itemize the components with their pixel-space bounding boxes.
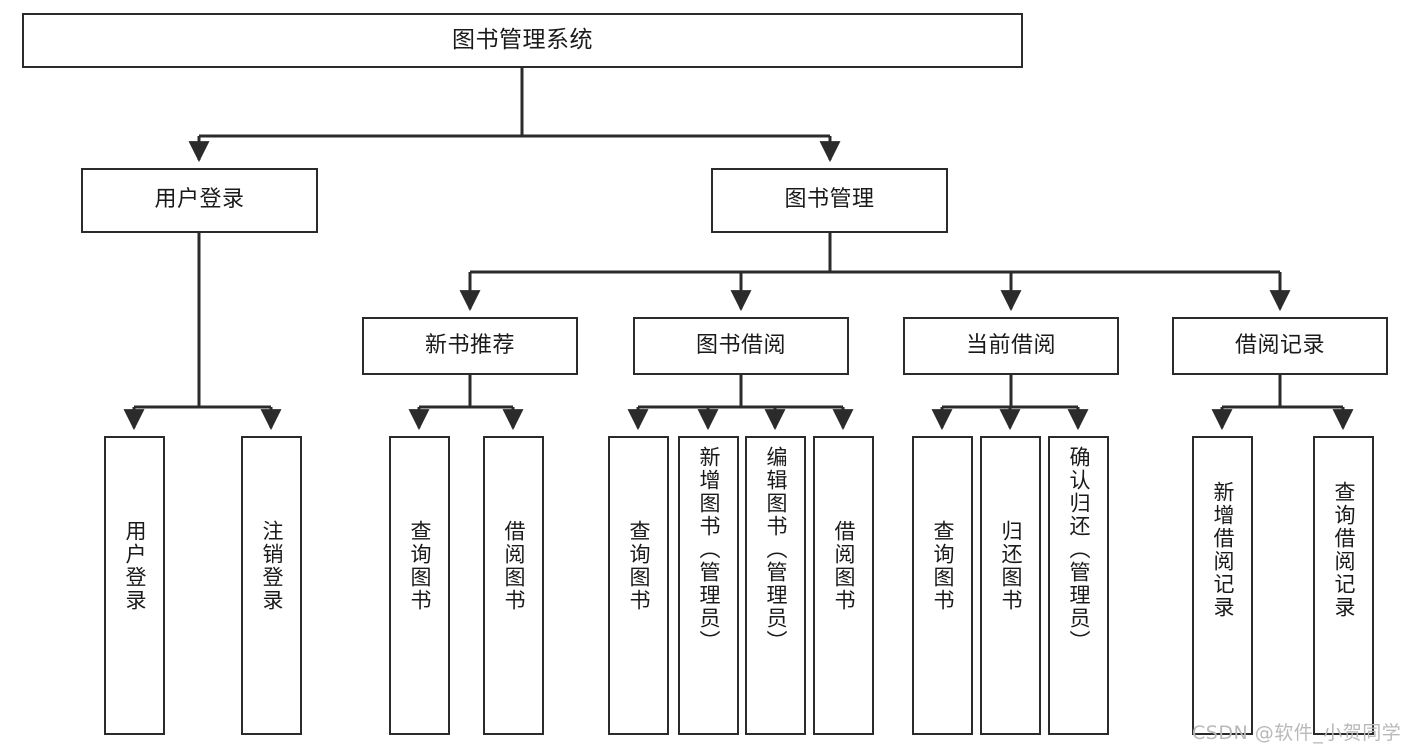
node-leaf-query-book-borrow[interactable]: 查询图书	[608, 436, 669, 735]
node-leaf-return-book[interactable]: 归还图书	[980, 436, 1041, 735]
node-leaf-borrow-book-rec[interactable]: 借阅图书	[483, 436, 544, 735]
node-book-manage[interactable]: 图书管理	[711, 168, 948, 233]
node-user-login-label: 用户登录	[154, 187, 245, 213]
node-leaf-add-record[interactable]: 新增借阅记录	[1192, 436, 1253, 735]
node-leaf-query-book-rec-label: 查询图书	[408, 520, 432, 612]
node-leaf-logout-label: 注销登录	[260, 520, 284, 612]
node-leaf-add-book[interactable]: 新增图书（管理员）	[678, 436, 739, 735]
node-leaf-borrow-book[interactable]: 借阅图书	[813, 436, 874, 735]
node-leaf-confirm-return[interactable]: 确认归还（管理员）	[1048, 436, 1109, 735]
node-book-borrow[interactable]: 图书借阅	[633, 317, 849, 375]
node-new-book-rec-label: 新书推荐	[424, 332, 515, 358]
node-leaf-edit-book[interactable]: 编辑图书（管理员）	[745, 436, 806, 735]
node-leaf-edit-book-label: 编辑图书（管理员）	[764, 446, 788, 653]
node-borrow-record-label: 借阅记录	[1234, 332, 1325, 358]
node-leaf-user-login-label: 用户登录	[123, 520, 147, 612]
node-current-borrow-label: 当前借阅	[965, 332, 1056, 358]
node-book-borrow-label: 图书借阅	[695, 332, 786, 358]
node-leaf-add-book-label: 新增图书（管理员）	[697, 446, 721, 653]
node-root-label: 图书管理系统	[452, 26, 593, 53]
node-leaf-user-login[interactable]: 用户登录	[104, 436, 165, 735]
node-root[interactable]: 图书管理系统	[22, 13, 1023, 68]
node-leaf-query-book-rec[interactable]: 查询图书	[389, 436, 450, 735]
node-new-book-rec[interactable]: 新书推荐	[362, 317, 578, 375]
node-leaf-return-book-label: 归还图书	[999, 520, 1023, 612]
node-leaf-query-book-cur-label: 查询图书	[931, 520, 955, 612]
node-leaf-borrow-book-rec-label: 借阅图书	[502, 520, 526, 612]
node-borrow-record[interactable]: 借阅记录	[1172, 317, 1388, 375]
node-leaf-confirm-return-label: 确认归还（管理员）	[1067, 446, 1091, 653]
node-leaf-add-record-label: 新增借阅记录	[1211, 481, 1235, 619]
node-book-manage-label: 图书管理	[784, 187, 875, 213]
node-leaf-query-record[interactable]: 查询借阅记录	[1313, 436, 1374, 735]
node-leaf-logout[interactable]: 注销登录	[241, 436, 302, 735]
node-user-login[interactable]: 用户登录	[81, 168, 318, 233]
node-leaf-query-book-borrow-label: 查询图书	[627, 520, 651, 612]
node-leaf-query-book-cur[interactable]: 查询图书	[912, 436, 973, 735]
csdn-watermark: CSDN @软件_小贺同学	[1192, 722, 1402, 744]
node-current-borrow[interactable]: 当前借阅	[903, 317, 1119, 375]
node-leaf-borrow-book-label: 借阅图书	[832, 520, 856, 612]
node-leaf-query-record-label: 查询借阅记录	[1332, 481, 1356, 619]
